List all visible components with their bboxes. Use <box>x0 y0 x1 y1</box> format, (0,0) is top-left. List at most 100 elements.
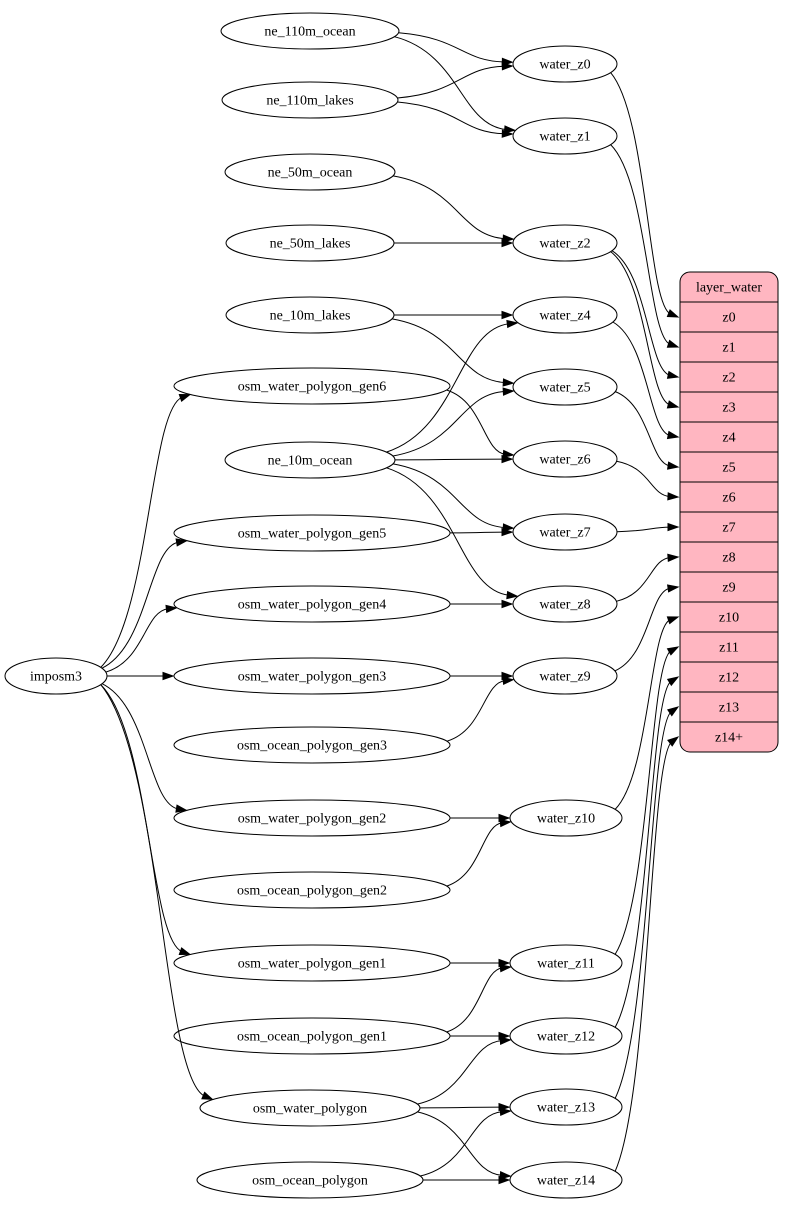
edge-ne_10m_lakes-water_z5 <box>391 318 515 387</box>
arrowhead-icon <box>499 963 512 973</box>
edge-water_z4-layer_water:z4 <box>612 321 680 440</box>
node-label: osm_water_polygon_gen1 <box>238 957 387 972</box>
edge-line <box>614 619 671 810</box>
edge-line <box>612 321 671 436</box>
edge-ne_10m_ocean-water_z7 <box>392 463 515 532</box>
arrowhead-icon <box>666 400 680 409</box>
edge-line <box>100 684 206 1097</box>
edge-line <box>614 650 672 955</box>
edge-imposm3-osm_water_polygon_gen3 <box>106 671 175 681</box>
edge-ne_10m_ocean-water_z4 <box>386 319 519 453</box>
record-row-z3: z3 <box>722 401 735 416</box>
node-shape <box>512 368 618 406</box>
arrowhead-icon <box>666 676 680 687</box>
edge-water_z6-layer_water:z6 <box>616 460 680 501</box>
edge-ne_110m_ocean-water_z1 <box>394 36 517 134</box>
edge-line <box>394 458 505 461</box>
edge-water_z13-layer_water:z13 <box>614 706 680 1099</box>
arrowhead-icon <box>178 947 192 956</box>
edge-osm_water_polygon-water_z12 <box>417 1036 512 1105</box>
node-label: osm_water_polygon_gen4 <box>238 598 387 613</box>
node-water_z10: water_z10 <box>509 799 623 837</box>
edge-line <box>614 680 672 1028</box>
node-water_z11: water_z11 <box>509 944 623 982</box>
node-shape <box>173 871 451 909</box>
node-shape <box>199 1089 421 1127</box>
arrowhead-icon <box>499 1036 512 1045</box>
edge-line <box>391 318 506 384</box>
arrowhead-icon <box>666 309 680 318</box>
node-label: water_z0 <box>539 58 590 73</box>
edge-ne_50m_ocean-water_z2 <box>392 175 515 243</box>
node-label: ne_10m_ocean <box>268 454 353 469</box>
edge-line <box>614 711 672 1099</box>
node-water_z12: water_z12 <box>509 1017 623 1055</box>
node-label: water_z13 <box>537 1101 595 1116</box>
node-ne_110m_ocean: ne_110m_ocean <box>220 12 400 50</box>
edge-water_z1-layer_water:z1 <box>610 144 680 348</box>
record-header: layer_water <box>696 281 762 296</box>
record-row-z13: z13 <box>719 701 739 716</box>
edge-ne_10m_ocean-water_z6 <box>394 454 514 464</box>
arrowhead-icon <box>667 522 680 532</box>
node-label: osm_ocean_polygon <box>252 1174 368 1189</box>
arrowhead-icon <box>666 646 680 656</box>
edge-osm_water_polygon_gen4-water_z8 <box>450 599 514 609</box>
edge-line <box>616 460 671 497</box>
record-row-z6: z6 <box>722 491 735 506</box>
node-shape <box>512 117 618 155</box>
node-osm_water_polygon_gen3: osm_water_polygon_gen3 <box>173 657 451 695</box>
edge-line <box>397 101 505 135</box>
node-osm_ocean_polygon_gen1: osm_ocean_polygon_gen1 <box>173 1017 451 1055</box>
node-water_z6: water_z6 <box>512 440 618 478</box>
arrowhead-icon <box>503 125 517 134</box>
node-water_z2: water_z2 <box>512 224 618 262</box>
arrowhead-icon <box>499 818 512 828</box>
record-row-z2: z2 <box>722 371 735 386</box>
edge-line <box>446 680 506 742</box>
edge-water_z5-layer_water:z5 <box>615 391 680 470</box>
node-label: water_z11 <box>537 957 595 972</box>
edge-ne_110m_lakes-water_z0 <box>397 62 514 99</box>
arrowhead-icon <box>501 527 514 537</box>
node-label: osm_ocean_polygon_gen1 <box>237 1030 387 1045</box>
edge-line <box>446 822 503 887</box>
node-shape <box>173 514 451 552</box>
record-row-z12: z12 <box>719 671 739 686</box>
node-osm_ocean_polygon: osm_ocean_polygon <box>196 1161 424 1199</box>
edge-water_z14-layer_water:z14+ <box>614 736 680 1172</box>
node-shape <box>224 441 396 479</box>
edge-ne_10m_lakes-water_z4 <box>394 310 514 320</box>
node-label: water_z5 <box>539 381 590 396</box>
edge-osm_ocean_polygon_gen2-water_z10 <box>446 818 512 887</box>
edge-line <box>392 463 506 529</box>
edge-water_z2-layer_water:z2 <box>611 250 680 379</box>
node-label: osm_water_polygon_gen3 <box>238 670 387 685</box>
record-row-z5: z5 <box>722 461 735 476</box>
record-row-z1: z1 <box>722 341 735 356</box>
node-water_z0: water_z0 <box>512 45 618 83</box>
arrowhead-icon <box>498 1175 511 1185</box>
edge-ne_10m_ocean-water_z8 <box>386 467 519 600</box>
edge-water_z2-layer_water:z3 <box>610 251 680 409</box>
arrowhead-icon <box>666 339 680 348</box>
arrowhead-icon <box>502 387 515 396</box>
node-ne_10m_ocean: ne_10m_ocean <box>224 441 396 479</box>
node-water_z4: water_z4 <box>512 296 618 334</box>
arrowhead-icon <box>667 492 680 501</box>
edge-imposm3-osm_water_polygon_gen5 <box>101 538 188 669</box>
edge-line <box>610 144 671 345</box>
node-water_z14: water_z14 <box>509 1161 623 1199</box>
edge-line <box>446 967 503 1033</box>
arrowhead-icon <box>667 736 680 747</box>
arrowhead-icon <box>201 1091 214 1100</box>
edge-line <box>386 323 510 453</box>
edge-line <box>616 557 671 602</box>
node-osm_water_polygon_gen6: osm_water_polygon_gen6 <box>173 367 451 405</box>
record-row-z4: z4 <box>722 431 735 446</box>
node-label: ne_10m_lakes <box>270 309 351 324</box>
node-label: water_z7 <box>539 526 590 541</box>
edge-water_z10-layer_water:z10 <box>614 616 680 810</box>
